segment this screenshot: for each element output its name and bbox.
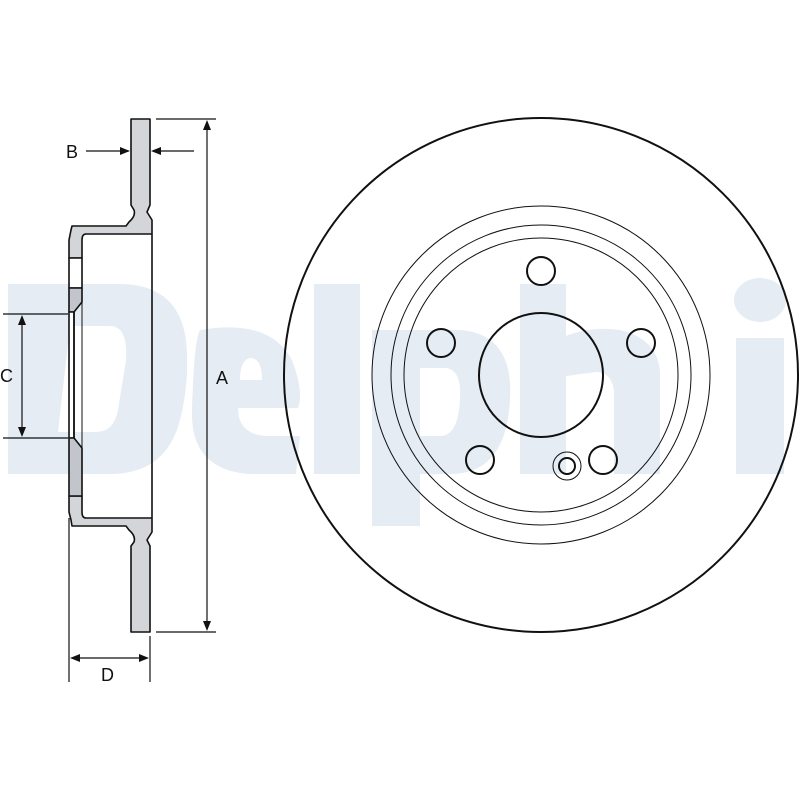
arrow-a-down-icon bbox=[203, 621, 211, 631]
dimension-label-b: B bbox=[66, 142, 79, 162]
dimension-lines bbox=[3, 118, 216, 682]
hat-wall-white bbox=[68, 257, 83, 289]
bolt-hole-1 bbox=[526, 256, 556, 286]
lower-section bbox=[68, 495, 153, 633]
dimension-label-d: D bbox=[101, 665, 114, 685]
side-section-view bbox=[68, 118, 153, 633]
dimension-label-a: A bbox=[216, 368, 229, 388]
dimension-arrowheads bbox=[18, 120, 211, 662]
arrow-a-up-icon bbox=[203, 120, 211, 130]
bolt-hole-3 bbox=[626, 328, 656, 358]
locating-hole-inner bbox=[558, 457, 576, 475]
hat-wall-upper-dark bbox=[68, 287, 83, 313]
ring-middle bbox=[390, 224, 692, 526]
ring-outer bbox=[371, 205, 711, 545]
dimension-label-c: C bbox=[0, 366, 13, 386]
locating-hole-outer bbox=[552, 451, 582, 481]
centre-bore bbox=[478, 312, 604, 438]
face-view bbox=[283, 117, 799, 633]
hat-wall-lower-dark bbox=[68, 437, 83, 497]
arrow-b-right-icon bbox=[120, 147, 130, 155]
arrow-d-left-icon bbox=[70, 654, 80, 662]
arrow-c-down-icon bbox=[18, 427, 26, 437]
bolt-hole-5 bbox=[588, 445, 618, 475]
delphi-watermark bbox=[8, 278, 786, 526]
bolt-hole-2 bbox=[426, 328, 456, 358]
ring-inner bbox=[403, 237, 679, 513]
arrow-b-left-icon bbox=[151, 147, 161, 155]
arrow-d-right-icon bbox=[139, 654, 149, 662]
disc-outer-edge bbox=[283, 117, 799, 633]
bolt-hole-4 bbox=[465, 445, 495, 475]
upper-section bbox=[68, 118, 153, 259]
arrow-c-up-icon bbox=[18, 315, 26, 325]
